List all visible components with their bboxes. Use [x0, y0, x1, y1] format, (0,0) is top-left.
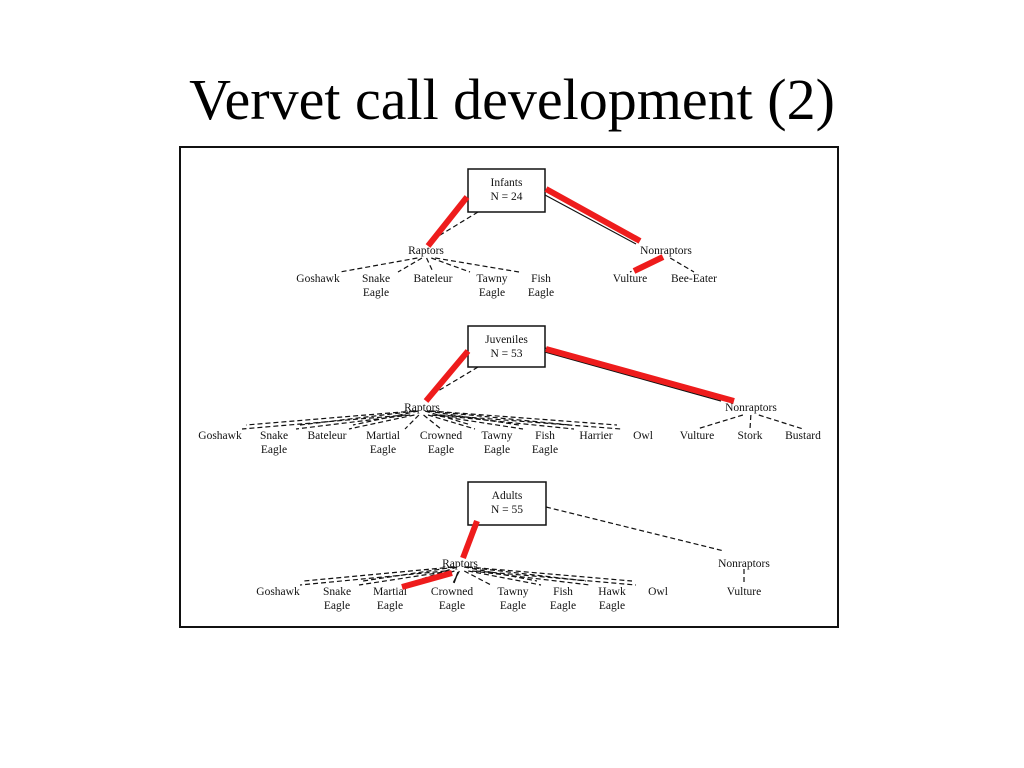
highlight-stroke — [460, 519, 480, 560]
nonraptor-connector — [669, 257, 695, 273]
raptor-leaf: Owl — [633, 430, 653, 442]
box-to-nonraptors-connector — [545, 506, 725, 552]
raptor-connector — [358, 570, 451, 586]
raptor-connector — [303, 566, 453, 582]
highlight-stroke — [545, 346, 735, 404]
nonraptor-leaf: Stork — [738, 430, 763, 442]
raptor-connector — [439, 414, 622, 430]
raptor-leaf: Goshawk — [256, 586, 300, 598]
raptor-connector — [472, 570, 591, 586]
nonraptor-leaf: Bee-Eater — [671, 273, 717, 285]
raptor-leaf: Goshawk — [296, 273, 340, 285]
raptor-connector — [426, 257, 434, 273]
raptor-connector — [299, 570, 446, 586]
nonraptor-leaf: Bustard — [785, 430, 821, 442]
group-box — [467, 168, 546, 213]
raptor-connector — [453, 571, 459, 584]
raptor-connector — [339, 257, 418, 273]
nonraptor-leaf: Vulture — [680, 430, 714, 442]
raptor-connector — [463, 570, 492, 586]
nonraptors-label: Nonraptors — [725, 402, 777, 414]
raptor-connector — [468, 570, 542, 586]
raptor-connector — [431, 257, 471, 273]
raptor-connector — [431, 414, 524, 430]
raptor-connector — [427, 414, 476, 430]
highlight-stroke — [425, 195, 470, 248]
raptor-connector — [464, 566, 538, 582]
group-box — [467, 481, 547, 526]
nonraptors-label: Nonraptors — [640, 245, 692, 257]
raptor-connector — [423, 414, 442, 430]
raptor-connector — [435, 414, 575, 430]
raptor-leaf: Goshawk — [198, 430, 242, 442]
group-box — [467, 325, 546, 368]
raptor-connector — [397, 257, 423, 273]
box-to-nonraptors-connector — [544, 194, 637, 245]
highlight-stroke — [423, 349, 471, 403]
nonraptor-connector — [749, 414, 752, 430]
raptor-leaf: Harrier — [579, 430, 612, 442]
nonraptor-leaf: Vulture — [613, 273, 647, 285]
highlight-stroke — [544, 186, 642, 244]
raptor-connector — [352, 410, 419, 426]
raptor-connector — [245, 410, 414, 426]
raptor-connector — [475, 570, 637, 586]
slide-title: Vervet call development (2) — [189, 67, 835, 132]
raptor-leaf: Owl — [648, 586, 668, 598]
raptors-label: Raptors — [408, 245, 444, 257]
raptor-connector — [467, 566, 633, 582]
raptor-connector — [404, 414, 420, 430]
highlight-stroke — [632, 254, 665, 274]
nonraptor-leaf: Vulture — [727, 586, 761, 598]
raptor-leaf: Bateleur — [308, 430, 347, 442]
highlight-stroke — [401, 570, 453, 590]
figure-frame — [179, 146, 839, 628]
nonraptors-label: Nonraptors — [718, 558, 770, 570]
raptor-connector — [299, 410, 417, 426]
raptor-connector — [435, 257, 520, 273]
box-to-nonraptors-connector — [544, 351, 722, 402]
raptor-leaf: Bateleur — [414, 273, 453, 285]
raptor-connector — [430, 410, 618, 426]
raptor-connector — [348, 414, 415, 430]
